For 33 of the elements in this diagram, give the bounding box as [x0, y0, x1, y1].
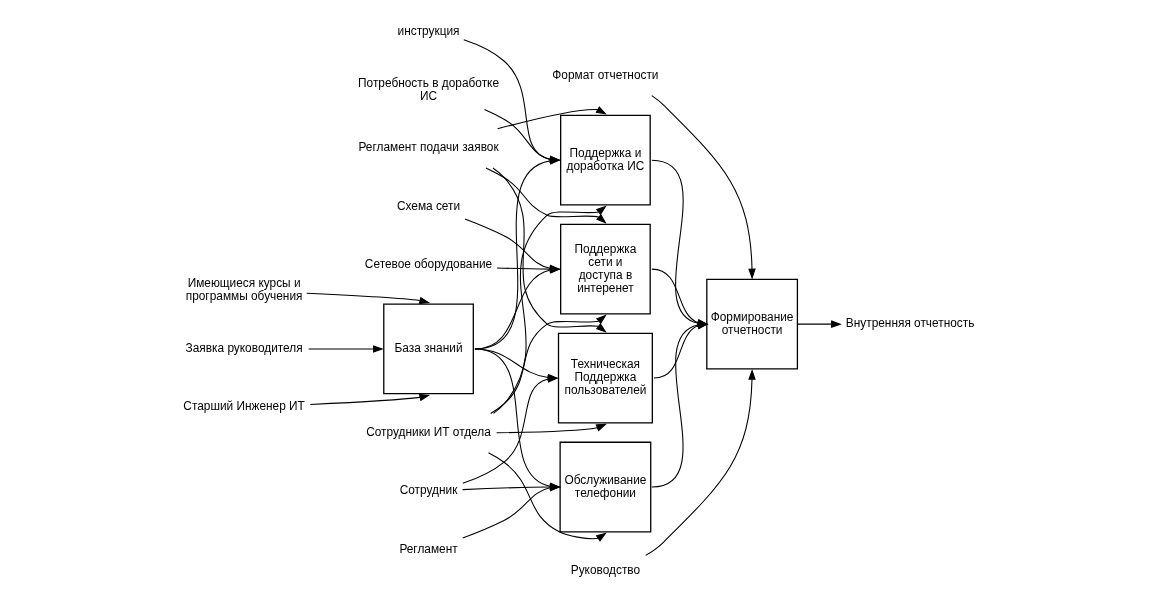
node-box: Формирование отчетности	[705, 278, 798, 370]
arrow	[495, 423, 607, 434]
node-text: Имеющиеся курсы и программы обучения	[185, 276, 302, 304]
node-text: Формат отчетности	[551, 68, 658, 83]
node-text: Потребность в доработке ИС	[357, 75, 499, 103]
arrow	[484, 167, 607, 224]
node-text: Заявка руководителя	[185, 340, 303, 355]
node-text: Сотрудник	[399, 483, 457, 498]
arrow	[487, 452, 607, 542]
arrow	[489, 314, 607, 415]
node-text: Старший Инженер ИТ	[182, 399, 305, 414]
node-text: Схема сети	[396, 198, 460, 213]
arrow	[309, 393, 430, 405]
node-box: База знаний	[382, 303, 474, 395]
arrow	[650, 95, 756, 280]
arrow	[491, 167, 607, 333]
node-text: Сотрудники ИТ отдела	[365, 425, 491, 440]
node-text: Внутренняя отчетность	[845, 316, 974, 331]
node-text: инструкция	[397, 23, 460, 38]
arrow	[307, 345, 384, 353]
arrow	[644, 368, 756, 556]
node-text: Регламент подачи заявок	[357, 140, 499, 155]
node-text: Регламент	[398, 541, 458, 556]
node-box: Поддержка сети и доступа в интеренет	[559, 223, 651, 315]
arrow	[492, 205, 607, 414]
arrow	[496, 106, 607, 130]
arrow	[796, 320, 842, 328]
node-box: Обслуживание телефонии	[559, 441, 651, 533]
node-text: Руководство	[570, 563, 640, 578]
node-text: Сетевое оборудование	[364, 256, 492, 271]
arrow	[305, 292, 430, 305]
node-box: Поддержка и доработка ИС	[559, 114, 651, 206]
node-box: Техническая Поддержка пользователей	[557, 332, 653, 424]
